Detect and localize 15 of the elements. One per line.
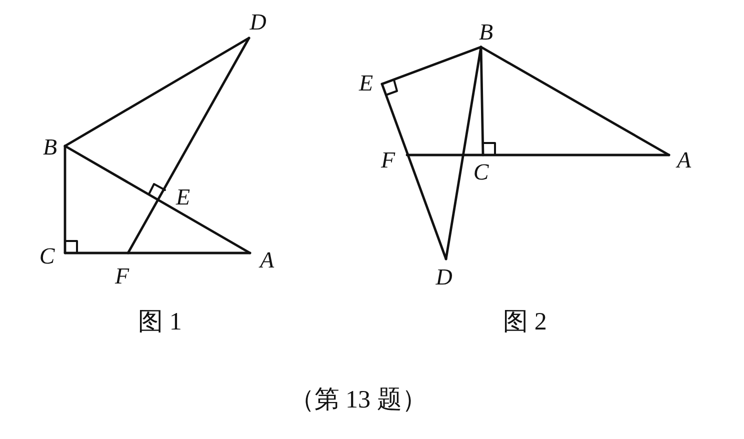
point-label: C <box>39 244 55 268</box>
point-label: F <box>380 148 396 172</box>
point-label: A <box>260 248 274 272</box>
point-label: C <box>473 160 489 184</box>
point-label: D <box>250 10 266 34</box>
point-label: D <box>436 266 452 288</box>
point-label: B <box>478 20 494 44</box>
point-label: E <box>176 186 190 208</box>
caption: （第 13 题） <box>289 388 427 412</box>
figure-label: 图 2 <box>503 310 547 334</box>
point-label: A <box>676 148 692 172</box>
point-label: F <box>114 264 130 288</box>
point-label: B <box>42 136 58 158</box>
figure-label: 图 1 <box>138 310 182 334</box>
point-label: E <box>358 72 374 94</box>
